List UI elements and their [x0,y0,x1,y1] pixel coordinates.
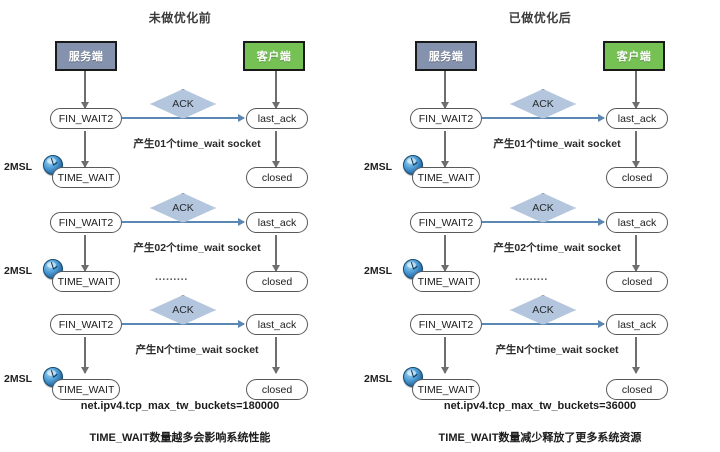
msl-label-r1-left: 2MSL [4,161,33,173]
msl-label-r3-right: 2MSL [364,373,393,385]
socket-note-text-r3-right: 产生N个time_wait socket [495,344,619,356]
msl-label-r1-right: 2MSL [364,161,393,173]
footer-note-left: TIME_WAIT数量越多会影响系统性能 [89,432,271,444]
socket-note-text-r1-right: 产生01个time_wait socket [493,138,621,150]
arrow-lastack-to-closed-r3-right [632,337,641,374]
node-last-ack-r1-right: last_ack [606,108,668,129]
ack-diamond-r1-right: ACK [510,89,576,119]
arrow-finwait2-to-timewait-r1-right [441,131,450,168]
endpoint-server-left: 服务端 [55,41,117,71]
arrow-lastack-to-closed-r2-left [272,235,281,272]
arrow-finwait2-to-timewait-r3-right [441,337,450,374]
node-closed-r3-right: closed [606,379,668,400]
node-time-wait-r2-right: TIME_WAIT [412,271,480,292]
ellipsis-right: ......... [515,271,548,283]
panel-title-before: 未做优化前 [148,11,212,25]
socket-note-r3-right: 产生N个time_wait socket [360,342,720,357]
panel-before-optimization: 未做优化前 服务端 客户端 FIN_WAIT2 last_ack ACK 产生0… [0,11,360,444]
node-time-wait-r2-left: TIME_WAIT [52,271,120,292]
socket-note-text-r3-left: 产生N个time_wait socket [135,344,259,356]
socket-note-r2-right: 产生02个time_wait socket [360,240,720,255]
ack-label-r2-right: ACK [532,202,554,214]
node-time-wait-r1-right: TIME_WAIT [412,167,480,188]
socket-note-r2-left: 产生02个time_wait socket [0,240,360,255]
ack-label-r1-right: ACK [532,98,554,110]
node-closed-r2-left: closed [246,271,308,292]
node-closed-r1-left: closed [246,167,308,188]
socket-note-r3-left: 产生N个time_wait socket [0,342,360,357]
node-last-ack-r3-right: last_ack [606,314,668,335]
msl-label-r2-left: 2MSL [4,265,33,277]
node-closed-r3-left: closed [246,379,308,400]
node-last-ack-r3-left: last_ack [246,314,308,335]
ack-label-r1-left: ACK [172,98,194,110]
node-time-wait-r3-right: TIME_WAIT [412,379,480,400]
ack-diamond-r3-left: ACK [150,295,216,325]
arrow-client-to-lastack-r1-right [632,71,641,109]
ack-diamond-r2-right: ACK [510,193,576,223]
arrow-finwait2-to-timewait-r2-right [441,235,450,272]
arrow-lastack-to-closed-r1-left [272,131,281,168]
arrow-server-to-finwait2-r1-right [441,71,450,109]
arrow-finwait2-to-timewait-r3-left [81,337,90,374]
socket-note-r1-left: 产生01个time_wait socket [0,136,360,151]
ack-diamond-r3-right: ACK [510,295,576,325]
ack-label-r3-left: ACK [172,304,194,316]
socket-note-text-r2-left: 产生02个time_wait socket [133,242,261,254]
panel-after-optimization: 已做优化后 服务端 客户端 FIN_WAIT2 last_ack ACK 产生0… [360,0,720,452]
node-time-wait-r1-left: TIME_WAIT [52,167,120,188]
msl-label-r3-left: 2MSL [4,373,33,385]
arrow-server-to-finwait2-r1-left [81,71,90,109]
endpoint-client-left: 客户端 [243,41,305,71]
arrow-lastack-to-closed-r2-right [632,235,641,272]
node-fin-wait2-r1-left: FIN_WAIT2 [50,108,122,129]
arrow-lastack-to-closed-r3-left [272,337,281,374]
socket-note-text-r1-left: 产生01个time_wait socket [133,138,261,150]
sysctl-setting-left: net.ipv4.tcp_max_tw_buckets=180000 [80,400,280,412]
ellipsis-left: ......... [155,271,188,283]
arrow-finwait2-to-timewait-r2-left [81,235,90,272]
node-fin-wait2-r1-right: FIN_WAIT2 [410,108,482,129]
node-last-ack-r1-left: last_ack [246,108,308,129]
node-closed-r1-right: closed [606,167,668,188]
node-fin-wait2-r2-left: FIN_WAIT2 [50,212,122,233]
node-last-ack-r2-right: last_ack [606,212,668,233]
ack-diamond-r2-left: ACK [150,193,216,223]
ack-diamond-r1-left: ACK [150,89,216,119]
node-closed-r2-right: closed [606,271,668,292]
socket-note-r1-right: 产生01个time_wait socket [360,136,720,151]
panel-title-after: 已做优化后 [508,11,572,25]
arrow-finwait2-to-timewait-r1-left [81,131,90,168]
msl-label-r2-right: 2MSL [364,265,393,277]
footer-note-right: TIME_WAIT数量减少释放了更多系统资源 [438,432,642,444]
node-time-wait-r3-left: TIME_WAIT [52,379,120,400]
sysctl-setting-right: net.ipv4.tcp_max_tw_buckets=36000 [443,400,637,412]
node-fin-wait2-r2-right: FIN_WAIT2 [410,212,482,233]
arrow-lastack-to-closed-r1-right [632,131,641,168]
endpoint-server-right: 服务端 [415,41,477,71]
arrow-client-to-lastack-r1-left [272,71,281,109]
node-fin-wait2-r3-left: FIN_WAIT2 [50,314,122,335]
endpoint-client-right: 客户端 [603,41,665,71]
socket-note-text-r2-right: 产生02个time_wait socket [493,242,621,254]
node-fin-wait2-r3-right: FIN_WAIT2 [410,314,482,335]
ack-label-r3-right: ACK [532,304,554,316]
ack-label-r2-left: ACK [172,202,194,214]
node-last-ack-r2-left: last_ack [246,212,308,233]
